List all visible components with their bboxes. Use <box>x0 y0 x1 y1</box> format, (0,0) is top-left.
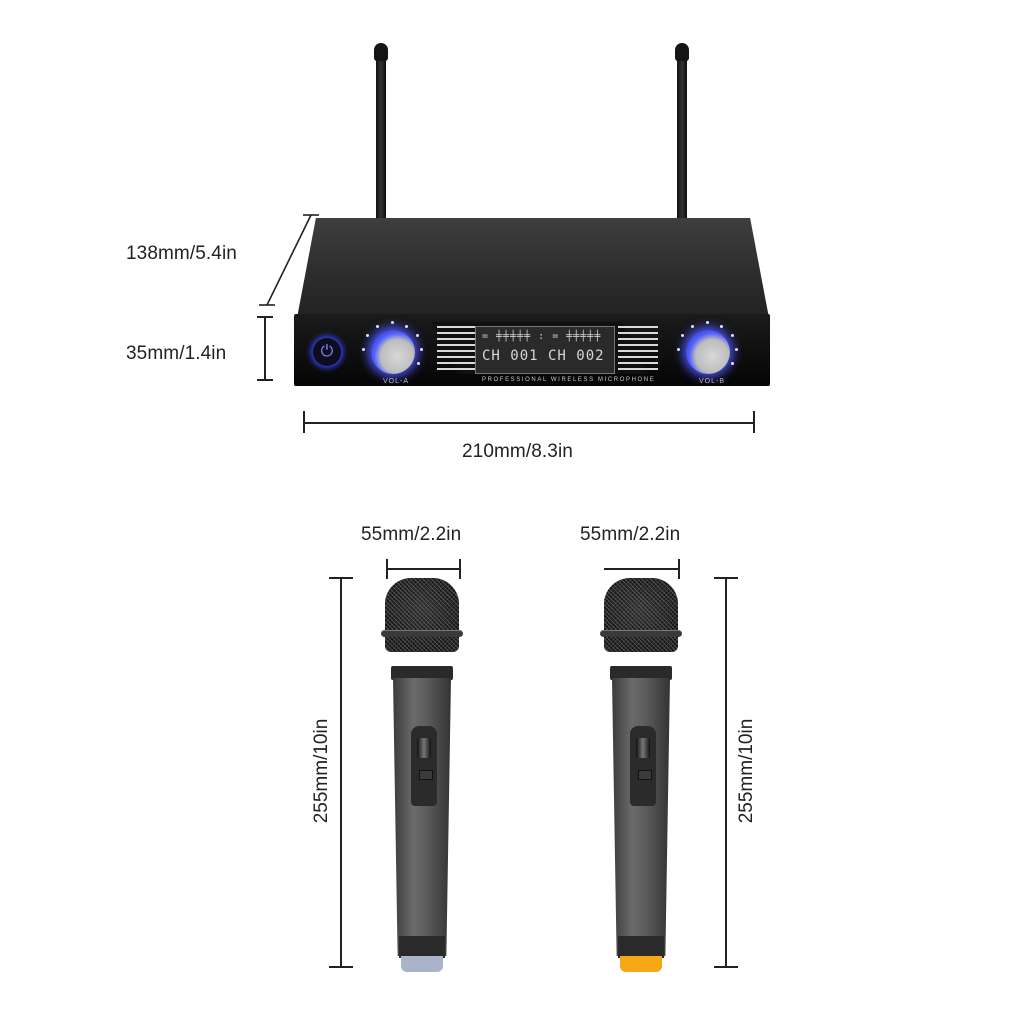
antenna-right-tip <box>675 43 689 61</box>
knob-b-label: VOL-B <box>699 378 726 385</box>
mic-handle <box>393 678 451 956</box>
mic1-width-dimension-line <box>386 568 461 570</box>
mic-power-switch[interactable] <box>417 738 431 758</box>
mic1-width-label: 55mm/2.2in <box>361 524 462 545</box>
knob-indicator-dot <box>681 334 684 337</box>
mic-collar <box>391 666 453 680</box>
width-dimension-cap-left <box>303 411 305 433</box>
height-dimension-cap-bottom <box>257 379 273 381</box>
mic-bottom-band <box>399 936 445 958</box>
lcd-channel-b: CH 002 <box>548 348 605 364</box>
decorative-stripes-left <box>437 326 477 370</box>
mic-collar <box>610 666 672 680</box>
mic1-width-cap-left <box>386 559 388 579</box>
knob-indicator-dot <box>731 334 734 337</box>
antenna-left <box>376 52 386 230</box>
mic-bottom-band <box>618 936 664 958</box>
mic1-width-cap-right <box>459 559 461 579</box>
height-dimension-line <box>264 316 266 380</box>
knob-indicator-dot <box>706 321 709 324</box>
mic-button[interactable] <box>638 770 652 780</box>
knob-indicator-dot <box>366 334 369 337</box>
mic-end-cap <box>401 956 443 972</box>
microphone-1 <box>381 578 463 998</box>
mic-end-cap <box>620 956 662 972</box>
mic1-length-cap-bottom <box>329 966 353 968</box>
width-dimension-line <box>303 422 755 424</box>
mic-handle <box>612 678 670 956</box>
power-icon: ⏻ <box>320 343 334 360</box>
mic2-width-dimension-line <box>604 568 679 570</box>
volume-knob-a[interactable] <box>371 330 415 374</box>
width-dimension-cap-right <box>753 411 755 433</box>
knob-indicator-dot <box>420 348 423 351</box>
microphone-2 <box>600 578 682 998</box>
mic-grille-mesh <box>604 578 678 652</box>
receiver-top-panel <box>297 218 769 318</box>
knob-indicator-dot <box>362 348 365 351</box>
volume-knob-b[interactable] <box>686 330 730 374</box>
mic2-length-cap-bottom <box>714 966 738 968</box>
mic-button[interactable] <box>419 770 433 780</box>
mic1-length-label: 255mm/10in <box>311 718 332 824</box>
knob-indicator-dot <box>376 325 379 328</box>
mic-grille-ring <box>600 630 682 637</box>
decorative-stripes-right <box>618 326 658 370</box>
mic-grille <box>385 578 459 652</box>
power-button[interactable]: ⏻ <box>313 338 341 366</box>
height-dimension-cap-top <box>257 316 273 318</box>
mic2-length-label: 255mm/10in <box>736 718 757 824</box>
knob-a-label: VOL-A <box>383 378 410 385</box>
antenna-left-tip <box>374 43 388 61</box>
depth-label: 138mm/5.4in <box>126 243 237 264</box>
knob-indicator-dot <box>416 334 419 337</box>
knob-indicator-dot <box>677 348 680 351</box>
knob-indicator-dot <box>405 325 408 328</box>
lcd-level-meters: = ╪╪╪╪╪ : = ╪╪╪╪╪ <box>482 331 602 342</box>
knob-indicator-dot <box>720 325 723 328</box>
front-panel-caption: PROFESSIONAL WIRELESS MICROPHONE <box>482 377 656 383</box>
mic2-length-cap-top <box>714 577 738 579</box>
height-label: 35mm/1.4in <box>126 343 227 364</box>
lcd-display: = ╪╪╪╪╪ : = ╪╪╪╪╪ CH 001 CH 002 <box>475 326 615 374</box>
antenna-right <box>677 52 687 230</box>
mic-power-switch[interactable] <box>636 738 650 758</box>
mic1-length-cap-top <box>329 577 353 579</box>
mic2-width-label: 55mm/2.2in <box>580 524 681 545</box>
knob-indicator-dot <box>735 348 738 351</box>
mic-grille-mesh <box>385 578 459 652</box>
mic2-length-dimension-line <box>725 577 727 967</box>
lcd-channel-a: CH 001 <box>482 348 539 364</box>
mic2-width-cap-right <box>678 559 680 579</box>
knob-indicator-dot <box>417 362 420 365</box>
knob-indicator-dot <box>691 325 694 328</box>
mic-grille <box>604 578 678 652</box>
knob-indicator-dot <box>391 321 394 324</box>
depth-dimension-line <box>259 214 319 306</box>
mic-grille-ring <box>381 630 463 637</box>
knob-indicator-dot <box>731 362 734 365</box>
width-label: 210mm/8.3in <box>462 441 573 462</box>
mic1-length-dimension-line <box>340 577 342 967</box>
